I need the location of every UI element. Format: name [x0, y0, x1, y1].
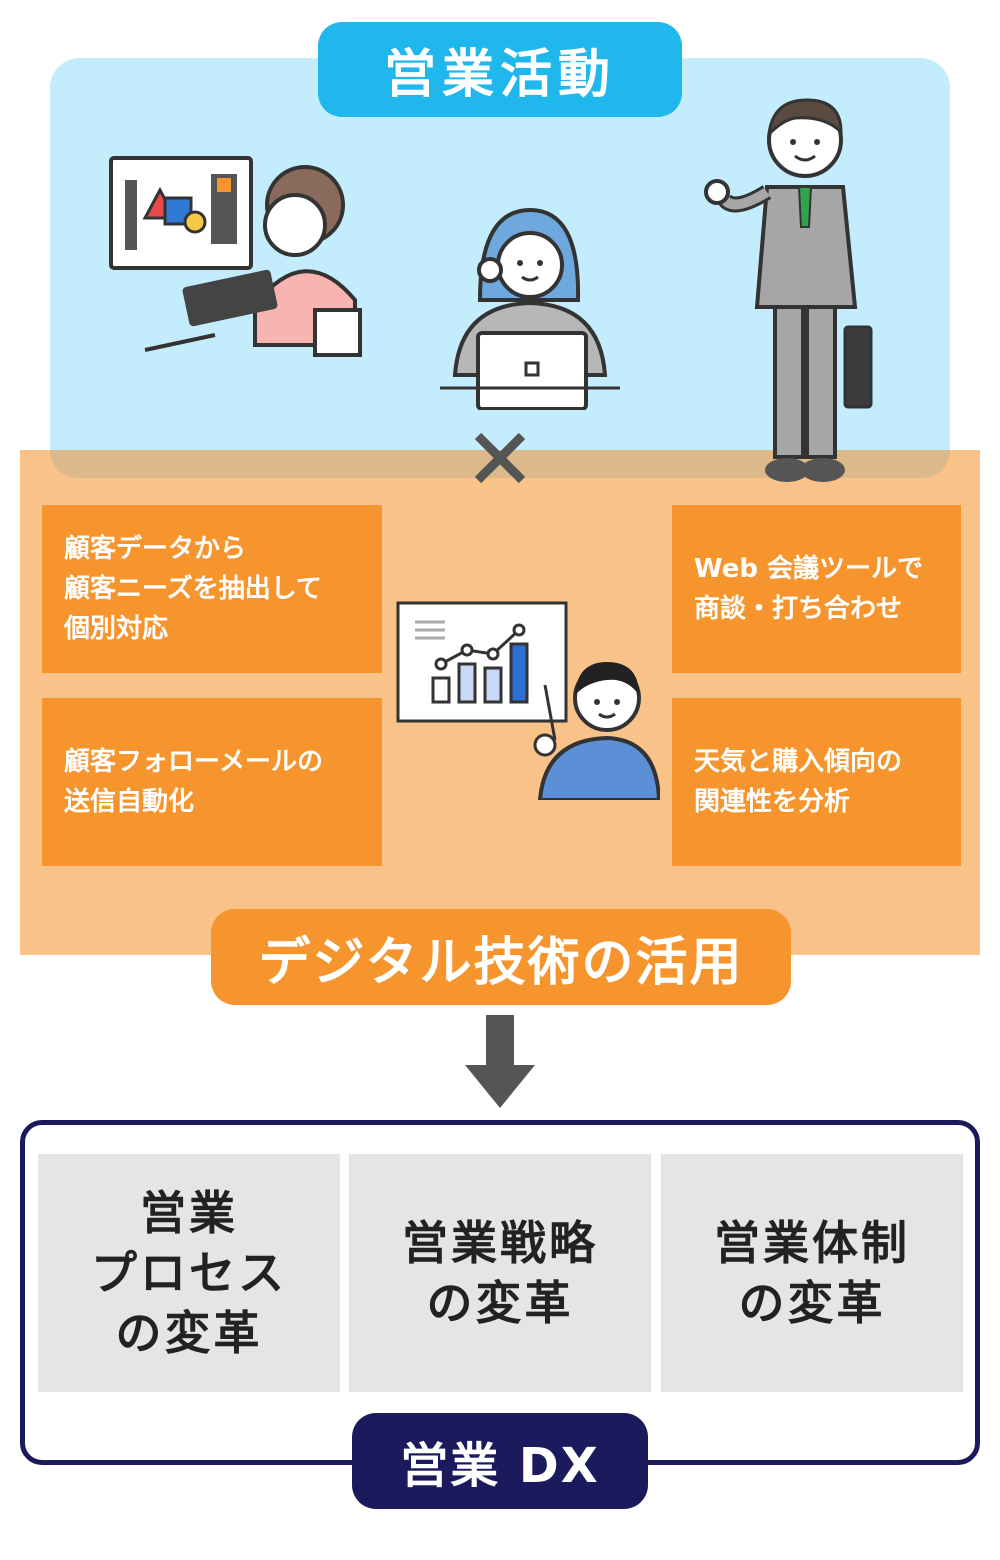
tech-item-customer-data: 顧客データから 顧客ニーズを抽出して 個別対応 [42, 505, 382, 673]
businessman-illustration [704, 98, 873, 482]
tech-item-web-meeting: Web 会議ツールで 商談・打ち合わせ [672, 505, 961, 673]
phone-operator-illustration [440, 207, 620, 410]
digital-label: デジタル技術の活用 [211, 909, 791, 1005]
result-card-process: 営業 プロセス の変革 [38, 1154, 340, 1392]
presenter-chart-illustration [396, 601, 660, 800]
result-card-structure: 営業体制 の変革 [661, 1154, 963, 1392]
woman-tablet-illustration [109, 156, 362, 357]
dx-label: 営業 DX [352, 1413, 648, 1509]
tech-item-weather-analysis: 天気と購入傾向の 関連性を分析 [672, 698, 961, 866]
sales-label: 営業活動 [318, 22, 682, 117]
result-card-strategy: 営業戦略 の変革 [349, 1154, 651, 1392]
tech-item-follow-mail: 顧客フォローメールの 送信自動化 [42, 698, 382, 866]
arrow-down-icon [465, 1015, 535, 1108]
times-icon [474, 432, 526, 484]
